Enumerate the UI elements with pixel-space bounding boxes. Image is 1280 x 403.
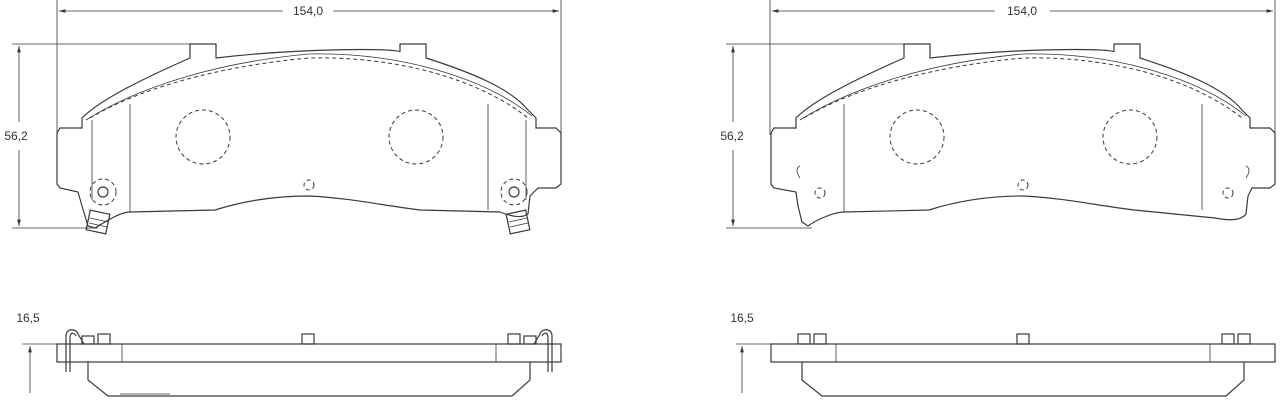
brake-pad-side-view (56, 329, 562, 397)
thickness-label: 16,5 (16, 311, 40, 325)
width-label: 154,0 (1007, 4, 1037, 18)
height-dimension-right: 56,2 (720, 43, 904, 229)
width-dimension-right: 154,0 (769, 0, 1276, 135)
brake-pad-front-view (56, 43, 562, 229)
wear-clip-left (85, 178, 117, 235)
brake-pad-front-view (770, 43, 1276, 227)
left-drawing: 154,0 56,2 (4, 0, 562, 397)
width-dimension-left: 154,0 (56, 0, 562, 135)
width-label: 154,0 (293, 4, 323, 18)
thickness-label: 16,5 (730, 311, 754, 325)
thickness-dimension-left: 16,5 (16, 311, 68, 393)
height-dimension-left: 56,2 (4, 43, 190, 229)
thickness-dimension-right: 16,5 (730, 311, 782, 393)
brake-pad-side-view (770, 333, 1276, 397)
wear-clip-right (500, 178, 531, 235)
height-label: 56,2 (720, 129, 744, 143)
height-label: 56,2 (4, 129, 28, 143)
right-drawing: 154,0 56,2 16,5 (720, 0, 1276, 397)
